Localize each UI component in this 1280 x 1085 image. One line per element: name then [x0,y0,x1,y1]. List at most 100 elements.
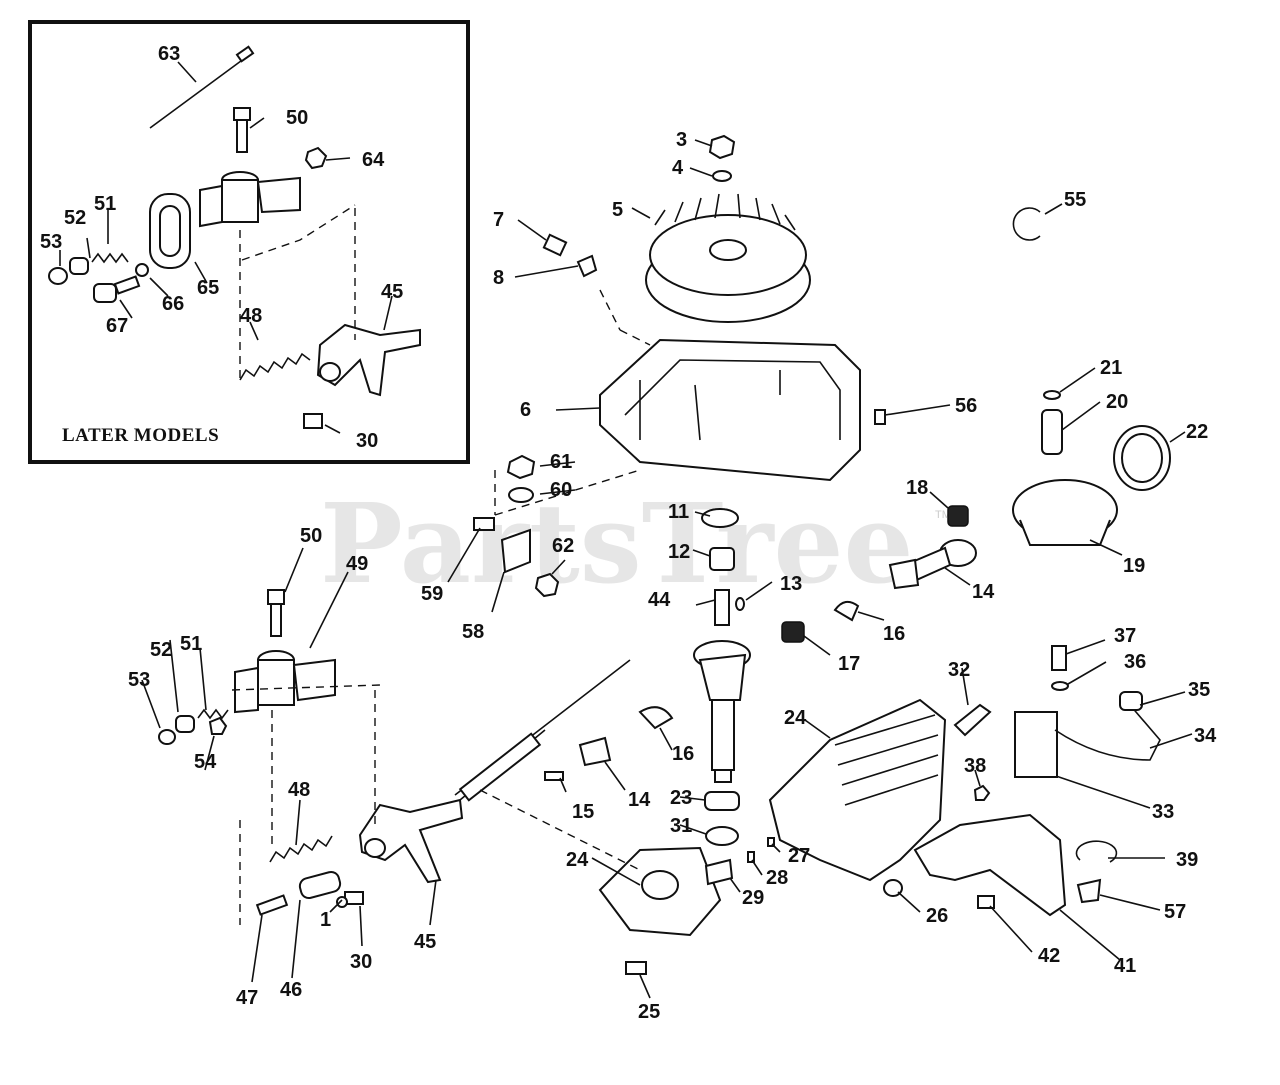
screw-47 [255,894,289,916]
washer-60 [508,487,534,503]
callout-61: 61 [550,451,572,473]
callout-52-main: 52 [150,639,172,661]
spring-48-main [269,835,333,863]
callout-53: 53 [40,231,62,253]
screw-30-inset [303,413,323,429]
spark-plug-32 [953,703,992,737]
callout-34: 34 [1194,725,1217,747]
crankshaft-44 [693,589,751,783]
cap-16-upper [833,600,860,622]
callout-30: 30 [356,430,378,452]
callout-37: 37 [1114,625,1136,647]
callout-26: 26 [926,905,948,927]
watermark-text: PartsTree [320,479,914,608]
callout-30-main: 30 [350,951,372,973]
nut-54 [208,716,228,735]
screw-56 [874,409,886,425]
callout-47: 47 [236,987,258,1009]
piston-19 [1012,479,1118,546]
callout-42: 42 [1038,945,1060,967]
cable-sleeve [458,732,542,802]
terminal-35 [1119,691,1143,711]
callout-63: 63 [158,43,180,65]
callout-50-main: 50 [300,525,322,547]
callout-24-lower: 24 [566,849,589,871]
callout-39: 39 [1176,849,1198,871]
callout-57: 57 [1164,901,1186,923]
seal-26 [883,879,903,897]
spring-48-inset [239,352,311,381]
callout-44: 44 [648,589,671,611]
bearing-12 [709,547,735,571]
bracket-58 [500,528,531,574]
callout-35: 35 [1188,679,1210,701]
spring-51-main [197,708,229,720]
crankcase-24-lower [598,846,722,937]
callout-18: 18 [906,477,928,499]
nut-53-main [158,729,176,745]
rod-cap-14 [578,736,612,767]
callout-38: 38 [964,755,986,777]
screw-42 [977,895,995,909]
seal-23 [704,791,740,811]
screw-37 [1051,645,1067,671]
nut-3 [708,134,736,160]
inset-later-models: LATER MODELS [28,20,470,464]
callout-4: 4 [672,157,684,179]
callout-15: 15 [572,801,594,823]
callout-19: 19 [1123,555,1145,577]
cap-16-lower [638,706,674,730]
callout-3: 3 [676,129,687,151]
clip-57 [1076,878,1102,904]
inset-label: LATER MODELS [62,425,219,446]
key-13 [735,597,745,611]
callout-29: 29 [742,887,764,909]
spring-51-inset [91,252,129,264]
callout-51-main: 51 [180,633,202,655]
callout-1: 1 [320,909,331,931]
plate-65 [149,193,191,269]
callout-62: 62 [552,535,574,557]
callout-12: 12 [668,541,690,563]
bearing-18 [947,505,969,527]
callout-46: 46 [280,979,302,1001]
callout-65: 65 [197,277,219,299]
cable-end-63 [235,45,255,63]
callout-52: 52 [64,207,86,229]
callout-45: 45 [381,281,403,303]
callout-11: 11 [668,501,689,523]
callout-5: 5 [612,199,623,221]
ignition-coil-33 [1014,711,1058,778]
callout-41: 41 [1114,955,1136,977]
ignition-wire-34 [1054,704,1161,761]
pin-27 [767,837,775,847]
piston-pin-20 [1041,409,1063,455]
nut-64 [304,146,328,170]
callout-28: 28 [766,867,788,889]
lever-45-inset [316,323,421,397]
connecting-rod-14 [888,539,977,590]
screw-15 [544,771,564,781]
washer-1 [336,896,348,908]
governor-housing-inset [199,171,301,228]
screw-59 [473,517,495,531]
callout-54: 54 [194,751,217,773]
callout-16: 16 [883,623,905,645]
callout-60: 60 [550,479,572,501]
screw-52-main [175,715,195,733]
callout-7: 7 [493,209,504,231]
reed-29 [704,858,734,886]
washer-4 [712,170,732,182]
washer-36 [1051,681,1069,691]
clip-21 [1043,390,1061,400]
screw-25 [625,961,647,975]
bolt-50-main [267,589,285,637]
lever-45-main [358,798,464,884]
callout-21: 21 [1100,357,1122,379]
callout-24: 24 [784,707,807,729]
callout-33: 33 [1152,801,1174,823]
callout-8: 8 [493,267,504,289]
callout-group: 63 50 64 52 51 53 65 66 67 48 45 30 3 4 … [40,43,1217,1023]
callout-56: 56 [955,395,977,417]
callout-36: 36 [1124,651,1146,673]
